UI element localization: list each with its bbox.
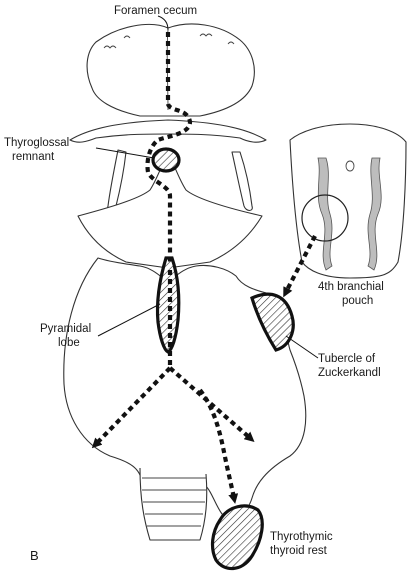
hyoid-bone xyxy=(69,119,267,143)
migration-paths xyxy=(91,32,317,504)
leader-lines xyxy=(95,15,319,359)
label-zuckerkandl-2: Zuckerkandl xyxy=(318,367,381,379)
label-pyramidal-1: Pyramidal xyxy=(40,323,91,335)
label-branchial-1: 4th branchial xyxy=(318,281,384,293)
tongue-papillae xyxy=(103,33,235,49)
tongue-base xyxy=(86,23,255,117)
tubercle-of-zuckerkandl xyxy=(250,292,295,352)
panel-letter: B xyxy=(30,548,39,563)
left-cornu xyxy=(107,149,127,212)
label-thyrothymic-2: thyroid rest xyxy=(270,545,328,557)
right-cornu xyxy=(231,151,253,212)
label-branchial-2: pouch xyxy=(342,295,373,307)
label-pyramidal-2: lobe xyxy=(58,337,80,349)
thyrothymic-rest xyxy=(210,504,264,571)
label-zuckerkandl-1: Tubercle of xyxy=(318,353,376,365)
label-thyrothymic-1: Thyrothymic xyxy=(270,531,333,543)
label-thyroglossal-2: remnant xyxy=(12,151,55,163)
label-foramen-cecum: Foramen cecum xyxy=(114,5,197,17)
pouch-highlight-circle xyxy=(301,194,349,242)
embryo-inset xyxy=(289,123,407,279)
thyroglossal-remnant xyxy=(151,147,181,173)
label-thyroglossal-1: Thyroglossal xyxy=(4,137,69,149)
thyroid-cartilage xyxy=(77,153,263,269)
trachea xyxy=(139,467,208,541)
